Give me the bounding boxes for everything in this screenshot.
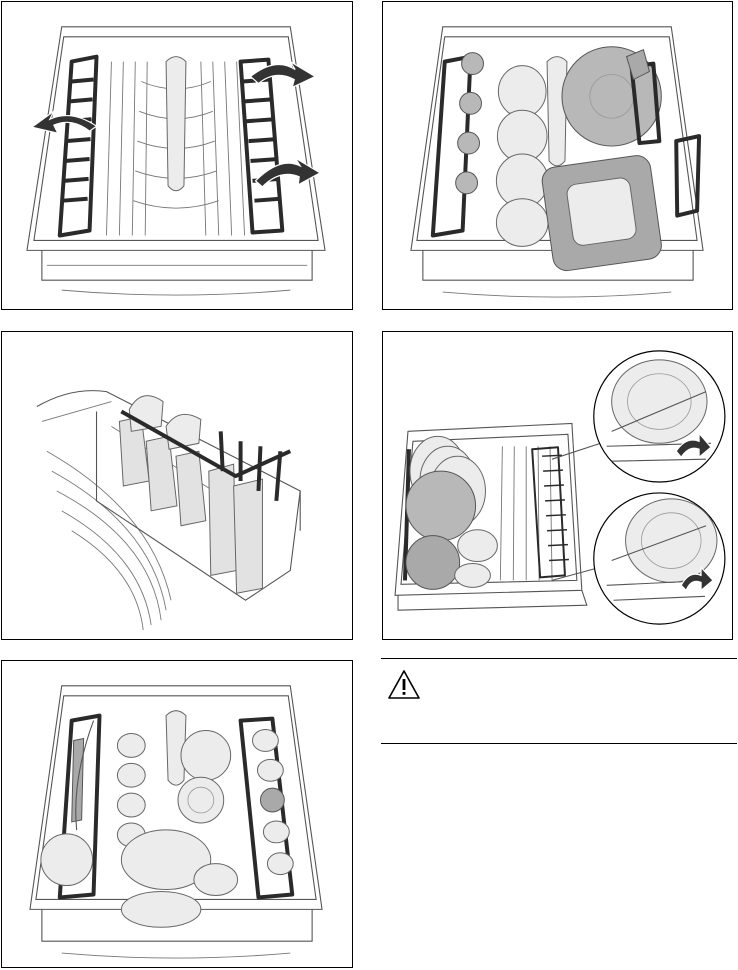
- rack-foldable-shelves-illustration: [2, 2, 352, 309]
- figure-rack-foldable-shelves: [1, 1, 353, 310]
- warning-triangle-icon: [387, 669, 421, 701]
- rack-plate-rows-illustration: [383, 332, 732, 639]
- rack-fully-loaded-illustration: [2, 661, 352, 967]
- warning-notice: [381, 658, 737, 744]
- figure-cup-holder-detail: [1, 331, 353, 640]
- figure-rack-plate-rows: [382, 331, 733, 640]
- figure-rack-fully-loaded: [1, 660, 353, 968]
- figure-rack-loaded-plates: [382, 1, 733, 310]
- rack-loaded-plates-illustration: [383, 2, 732, 309]
- cup-holder-detail-illustration: [2, 332, 352, 639]
